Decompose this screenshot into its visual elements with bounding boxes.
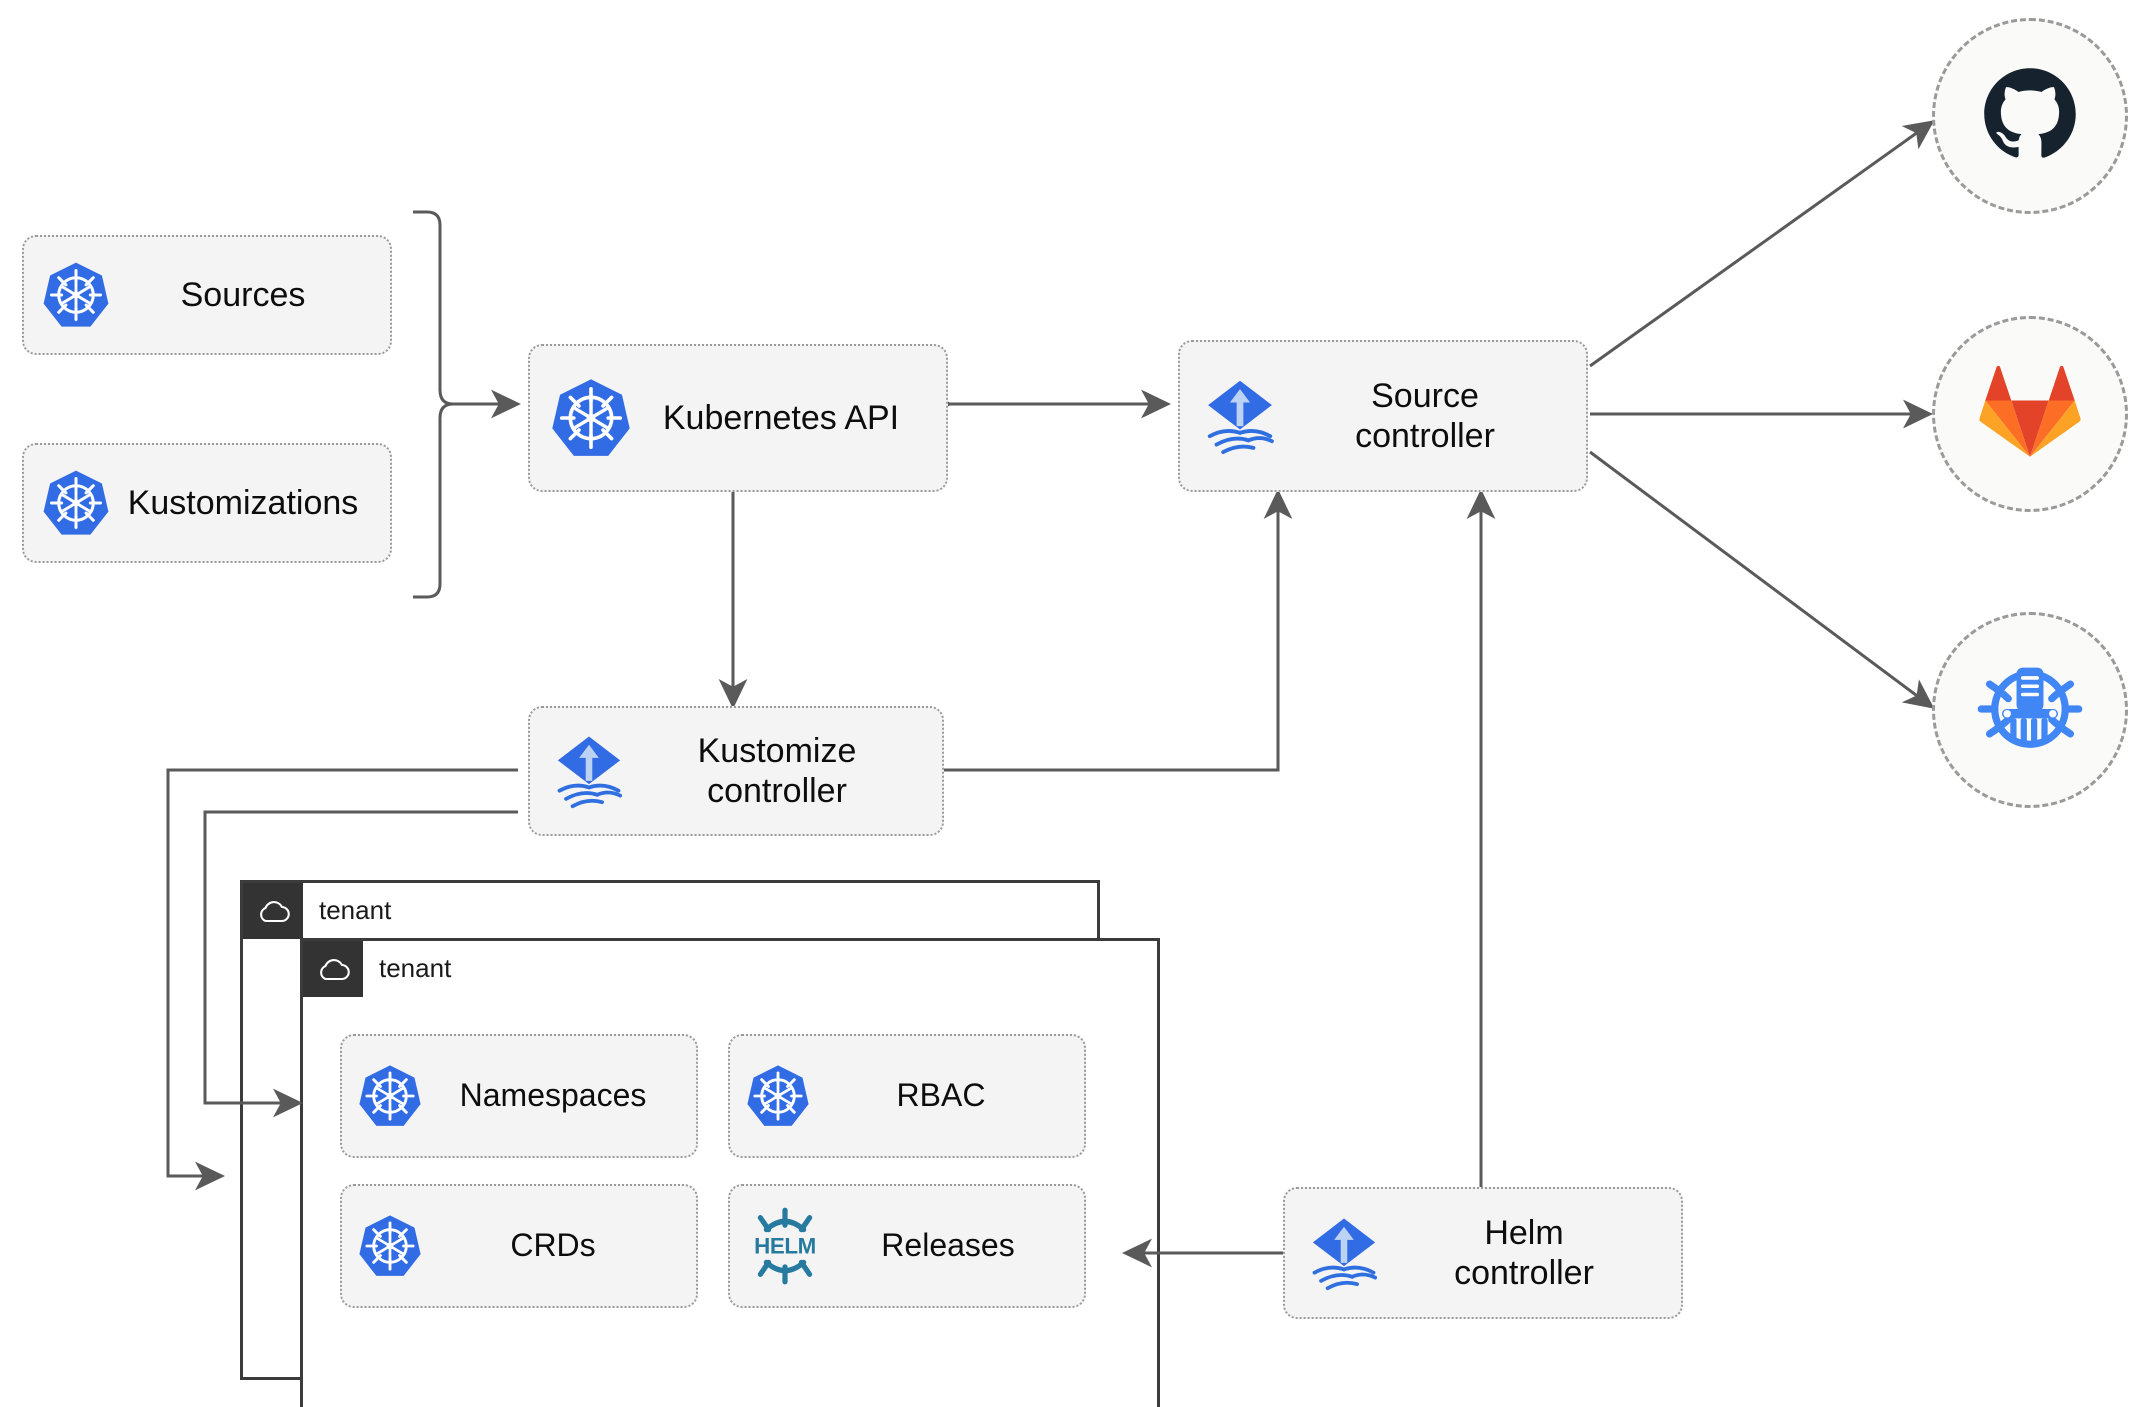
helm-icon: HELM — [744, 1207, 826, 1285]
resource-node-sources[interactable]: Sources — [22, 235, 392, 355]
harbor-icon — [1973, 651, 2087, 770]
kubernetes-icon — [40, 259, 112, 331]
resource-label: Sources — [180, 275, 306, 314]
kubernetes-icon — [356, 1212, 424, 1280]
kubernetes-icon — [356, 1062, 424, 1130]
tenant-container-front[interactable]: tenant — [300, 938, 1160, 1407]
kubernetes-icon — [744, 1062, 812, 1130]
resource-label: Kustomizations — [127, 483, 359, 522]
endpoint-github[interactable] — [1932, 18, 2128, 214]
endpoint-harbor[interactable] — [1932, 612, 2128, 808]
tenant-resource-namespaces[interactable]: Namespaces — [340, 1034, 698, 1158]
arrow-source-to-harbor — [1589, 450, 1935, 709]
brace-resources — [413, 210, 454, 599]
tenant-resource-label: CRDs — [510, 1227, 596, 1264]
flux-icon — [1198, 374, 1282, 458]
github-icon — [1978, 62, 2082, 171]
source-controller-label: Source controller — [1355, 376, 1495, 455]
arrow-source-to-github — [1589, 120, 1935, 368]
source-controller-node[interactable]: Source controller — [1178, 340, 1588, 492]
kustomize-controller-node[interactable]: Kustomize controller — [528, 706, 944, 836]
tenant-resource-releases[interactable]: HELM Releases — [728, 1184, 1086, 1308]
cloud-icon — [303, 941, 363, 997]
gitlab-icon — [1978, 362, 2082, 467]
tenant-label: tenant — [319, 895, 392, 925]
flux-icon — [1303, 1212, 1385, 1294]
kubernetes-icon — [548, 375, 634, 461]
helm-controller-node[interactable]: Helm controller — [1283, 1187, 1683, 1319]
kustomize-controller-label: Kustomize controller — [697, 731, 857, 810]
endpoint-gitlab[interactable] — [1932, 316, 2128, 512]
tenant-resource-label: Releases — [881, 1227, 1015, 1264]
svg-text:HELM: HELM — [754, 1233, 816, 1258]
tenant-label: tenant — [379, 953, 452, 983]
arrow-kustomize-to-source — [944, 489, 1293, 772]
flux-icon — [548, 730, 630, 812]
tenant-resource-rbac[interactable]: RBAC — [728, 1034, 1086, 1158]
cloud-icon — [243, 883, 303, 939]
kubernetes-api-label: Kubernetes API — [662, 398, 900, 437]
helm-controller-label: Helm controller — [1454, 1213, 1594, 1292]
kubernetes-icon — [40, 467, 112, 539]
tenant-resource-label: Namespaces — [459, 1077, 647, 1114]
tenant-resource-crds[interactable]: CRDs — [340, 1184, 698, 1308]
tenant-resource-label: RBAC — [896, 1077, 986, 1114]
kubernetes-api-node[interactable]: Kubernetes API — [528, 344, 948, 492]
resource-node-kustomizations[interactable]: Kustomizations — [22, 443, 392, 563]
